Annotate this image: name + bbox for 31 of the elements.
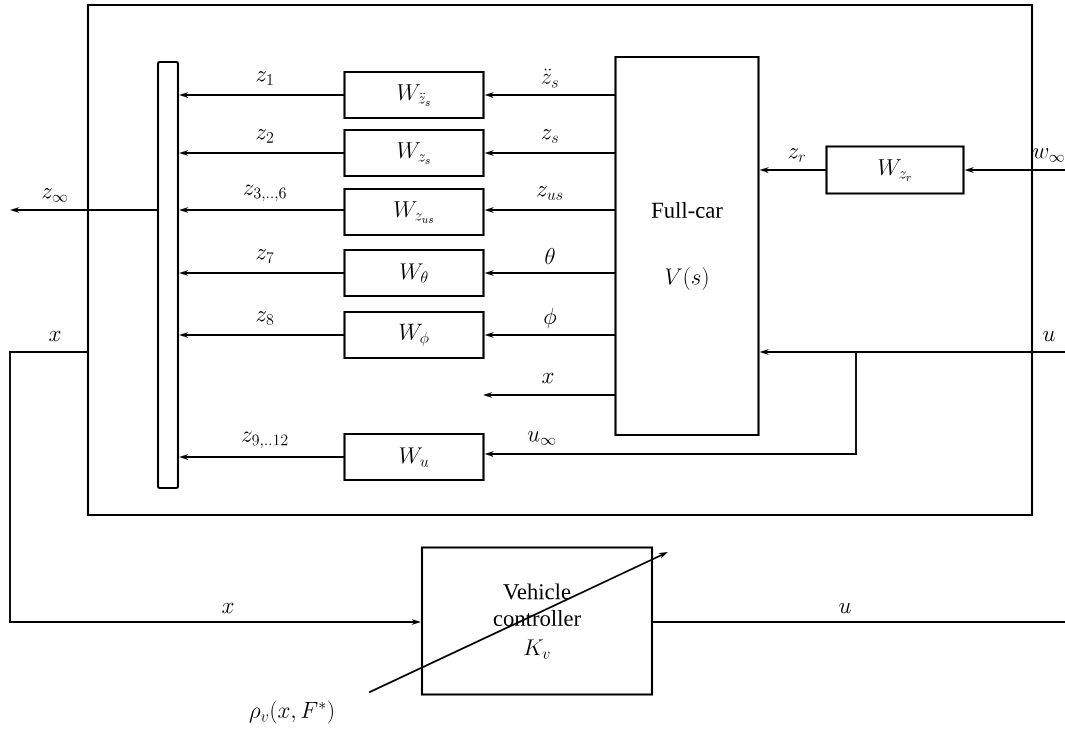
edge-label: $x$ bbox=[222, 602, 234, 614]
weight-box: $W_{\phi}$ bbox=[343, 310, 485, 360]
plant-box: Full-car $V(s)$ bbox=[614, 55, 760, 437]
weight-box: $W_{\theta}$ bbox=[343, 248, 485, 298]
edge-label: $z_r$ bbox=[788, 148, 805, 162]
weight-box: $W_{z_s}$ bbox=[343, 128, 485, 178]
edge-label: $z_{9,..12}$ bbox=[242, 431, 288, 449]
signal-bus-bar bbox=[156, 60, 180, 490]
edge-label: $z_{us}$ bbox=[537, 186, 563, 200]
edge-label: $\theta$ bbox=[545, 247, 555, 265]
edge-label: $z_2$ bbox=[256, 129, 274, 143]
edge-label: $\ddot{z}_s$ bbox=[541, 68, 558, 88]
weight-box: $W_{u}$ bbox=[343, 432, 485, 482]
edge-label: $z_{3,..,6}$ bbox=[243, 184, 286, 202]
signal-line bbox=[652, 621, 1065, 623]
edge-label: $u$ bbox=[1043, 330, 1055, 342]
edge-label: $z_1$ bbox=[256, 71, 273, 85]
edge-label: $w_\infty$ bbox=[1033, 148, 1064, 162]
weight-box: $W_{z_r}$ bbox=[825, 145, 965, 195]
signal-label: $x$ bbox=[49, 330, 61, 342]
edge-label: $z_s$ bbox=[541, 129, 558, 143]
edge-label: $u_\infty$ bbox=[527, 431, 556, 445]
edge-label: $z_7$ bbox=[256, 249, 274, 264]
edge-label: $x$ bbox=[542, 372, 554, 384]
weight-box: $W_{z_{us}}$ bbox=[343, 187, 485, 237]
edge-label: $z_\infty$ bbox=[42, 188, 67, 202]
edge-label: $z_8$ bbox=[256, 311, 274, 326]
weight-box: $W_{\ddot{z}_s}$ bbox=[343, 70, 485, 120]
edge-label: $u$ bbox=[839, 602, 851, 614]
parameter-label: $\rho_v(x, F^*)$ bbox=[249, 700, 333, 724]
edge-label: $\phi$ bbox=[544, 307, 557, 329]
